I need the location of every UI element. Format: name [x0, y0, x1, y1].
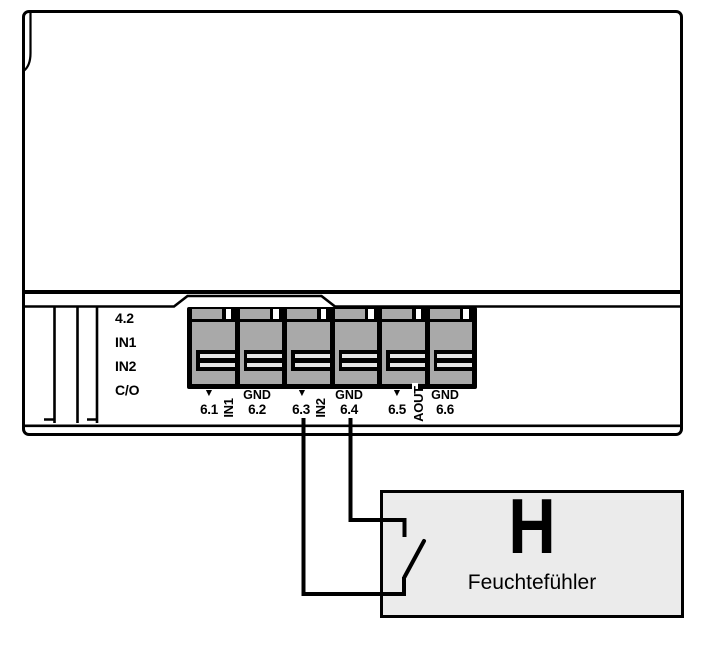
panel-label-co: C/O: [115, 382, 140, 398]
terminal-marker-6-4: GND: [335, 388, 363, 402]
sensor-designator-label: H: [508, 482, 556, 570]
aout-label-notch: [412, 382, 418, 390]
terminal-marker-6-6: GND: [431, 388, 459, 402]
screw-terminal-slot: [196, 350, 235, 371]
terminal-marker-6-2: GND: [243, 388, 271, 402]
terminal-tab-gap: [463, 308, 469, 319]
terminal-unit: [429, 307, 472, 389]
terminal-number-6-5: 6.5: [388, 401, 406, 417]
terminal-unit: [239, 307, 282, 389]
terminal-unit: [287, 307, 330, 389]
terminal-unit: [334, 307, 377, 389]
terminal-number-6-2: 6.2: [248, 401, 266, 417]
screw-terminal-slot: [243, 350, 282, 371]
screw-terminal-slot: [386, 350, 425, 371]
terminal-marker-6-5: ▼: [391, 386, 403, 399]
terminal-tab: [382, 308, 412, 319]
screw-terminal-slot: [338, 350, 377, 371]
terminal-number-6-1: 6.1: [200, 401, 218, 417]
panel-label-in1: IN1: [115, 334, 137, 350]
terminal-tab-gap: [368, 308, 374, 319]
terminal-marker-6-1: ▼: [203, 386, 215, 399]
terminal-tab-gap: [320, 308, 326, 319]
terminal-tab: [429, 308, 460, 319]
terminal-tab: [239, 308, 270, 319]
terminal-tab-gap: [273, 308, 279, 319]
panel-label-4-2: 4.2: [115, 310, 134, 326]
terminal-tab: [334, 308, 365, 319]
screw-terminal-slot: [291, 350, 330, 371]
terminal-block: [187, 307, 477, 389]
terminal-number-6-3: 6.3: [292, 401, 310, 417]
terminal-number-6-6: 6.6: [436, 401, 454, 417]
channel-label-aout: AOUT: [411, 386, 426, 422]
screw-terminal-slot: [433, 350, 472, 371]
panel-label-in2: IN2: [115, 358, 137, 374]
sensor-name-label: Feuchtefühler: [467, 571, 597, 594]
case-separator-line: [22, 289, 683, 294]
terminal-unit: [382, 307, 425, 389]
terminal-marker-6-3: ▼: [296, 386, 308, 399]
terminal-number-6-4: 6.4: [340, 401, 358, 417]
terminal-tab: [287, 308, 317, 319]
terminal-tab-gap: [225, 308, 231, 319]
channel-label-in2: IN2: [313, 398, 328, 418]
terminal-tab: [192, 308, 222, 319]
terminal-unit: [192, 307, 235, 389]
terminal-tab-gap: [415, 308, 421, 319]
channel-label-in1: IN1: [221, 398, 236, 418]
